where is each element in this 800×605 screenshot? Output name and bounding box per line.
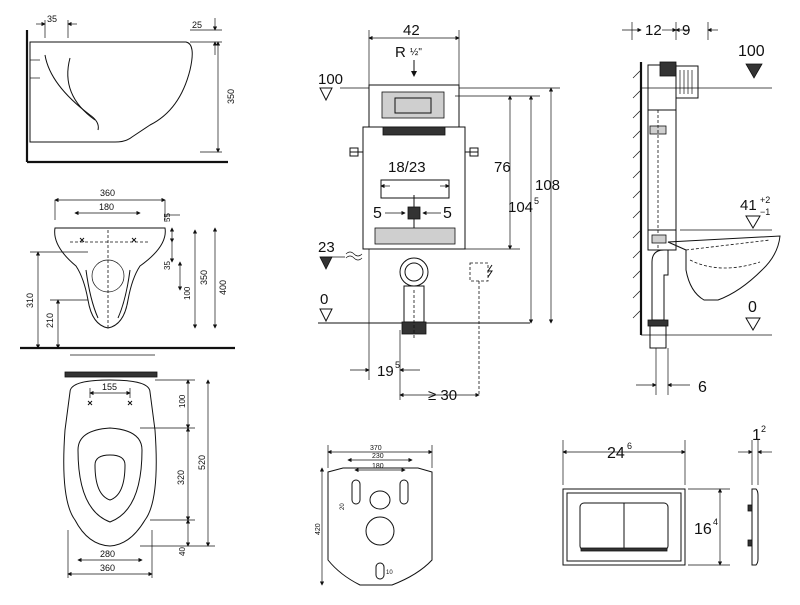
plate-dim-10: 10 [386, 570, 393, 576]
toilet-front-view: 360 180 55 35 100 350 400 310 210 [20, 188, 235, 350]
frame-front-view: 42 R ½" 18/23 5 5 [318, 22, 560, 404]
top-dim-520: 520 [197, 455, 207, 470]
plate-dim-370: 370 [370, 445, 382, 452]
front-dim-310: 310 [25, 293, 35, 308]
frame-dim-42: 42 [403, 22, 420, 39]
top-dim-320: 320 [176, 470, 186, 485]
frame-dim-76: 76 [494, 159, 511, 176]
flush-plate-front: 24 6 16 4 [562, 440, 730, 566]
top-dim-40: 40 [178, 547, 187, 556]
side-frame-level-100: 100 [738, 43, 765, 60]
front-dim-350: 350 [199, 270, 209, 285]
frame-dim-19: 19 [377, 363, 394, 380]
flush-dim-16-sup: 4 [713, 517, 718, 527]
frame-level-0: 0 [320, 291, 328, 308]
frame-dim-5-left: 5 [373, 205, 382, 222]
frame-level-100: 100 [318, 71, 343, 88]
frame-dim-19-sup: 5 [395, 360, 400, 370]
top-dim-280: 280 [100, 549, 115, 559]
frame-dim-5-right: 5 [443, 205, 452, 222]
flush-dim-24: 24 [607, 445, 625, 462]
toilet-top-view: 155 100 320 40 520 280 360 [63, 354, 215, 578]
side-frame-dim-41-plus: +2 [760, 195, 770, 205]
frame-dim-104-sup: 5 [534, 196, 539, 206]
flush-side-dim-1: 1 [752, 427, 761, 444]
flush-dim-24-sup: 6 [627, 441, 632, 451]
flush-plate-side: 1 2 [738, 424, 772, 566]
frame-thread-r: R [395, 44, 406, 61]
side-frame-dim-41-minus: −1 [760, 207, 770, 217]
frame-dim-104: 104 [508, 199, 533, 216]
frame-dim-108: 108 [535, 177, 560, 194]
side-frame-dim-41: 41 [740, 197, 757, 214]
top-dim-155: 155 [102, 382, 117, 392]
top-dim-360: 360 [100, 563, 115, 573]
side-dim-350: 350 [226, 89, 236, 104]
frame-dim-30: ≥ 30 [428, 387, 457, 404]
side-frame-dim-6: 6 [698, 379, 707, 396]
side-frame-level-0: 0 [748, 299, 757, 316]
toilet-side-view: 35 25 350 [25, 14, 236, 164]
plate-dim-230: 230 [372, 453, 384, 460]
front-dim-35: 35 [163, 261, 172, 270]
side-frame-dim-12: 12 [645, 22, 662, 39]
side-dim-35: 35 [47, 14, 57, 24]
plate-dim-20: 20 [340, 503, 346, 510]
front-dim-180: 180 [99, 202, 114, 212]
front-dim-55: 55 [163, 213, 172, 222]
plate-dim-420: 420 [315, 523, 322, 535]
flush-side-dim-1-sup: 2 [761, 424, 766, 434]
flush-dim-16: 16 [694, 521, 712, 538]
front-dim-400: 400 [218, 280, 228, 295]
front-dim-210: 210 [45, 313, 55, 328]
side-dim-25: 25 [192, 20, 202, 30]
frame-thread-fraction: ½" [410, 47, 422, 58]
soundproof-plate: 370 230 180 420 20 10 [315, 445, 433, 586]
front-dim-360: 360 [100, 188, 115, 198]
frame-level-23: 23 [318, 239, 335, 256]
top-dim-100: 100 [178, 394, 187, 408]
side-frame-dim-9: 9 [682, 22, 690, 39]
frame-dim-18-23: 18/23 [388, 159, 426, 176]
frame-side-view: 12 9 100 41 +2 −1 0 6 [622, 22, 781, 396]
front-dim-100: 100 [183, 286, 192, 300]
plate-dim-180: 180 [372, 463, 384, 470]
